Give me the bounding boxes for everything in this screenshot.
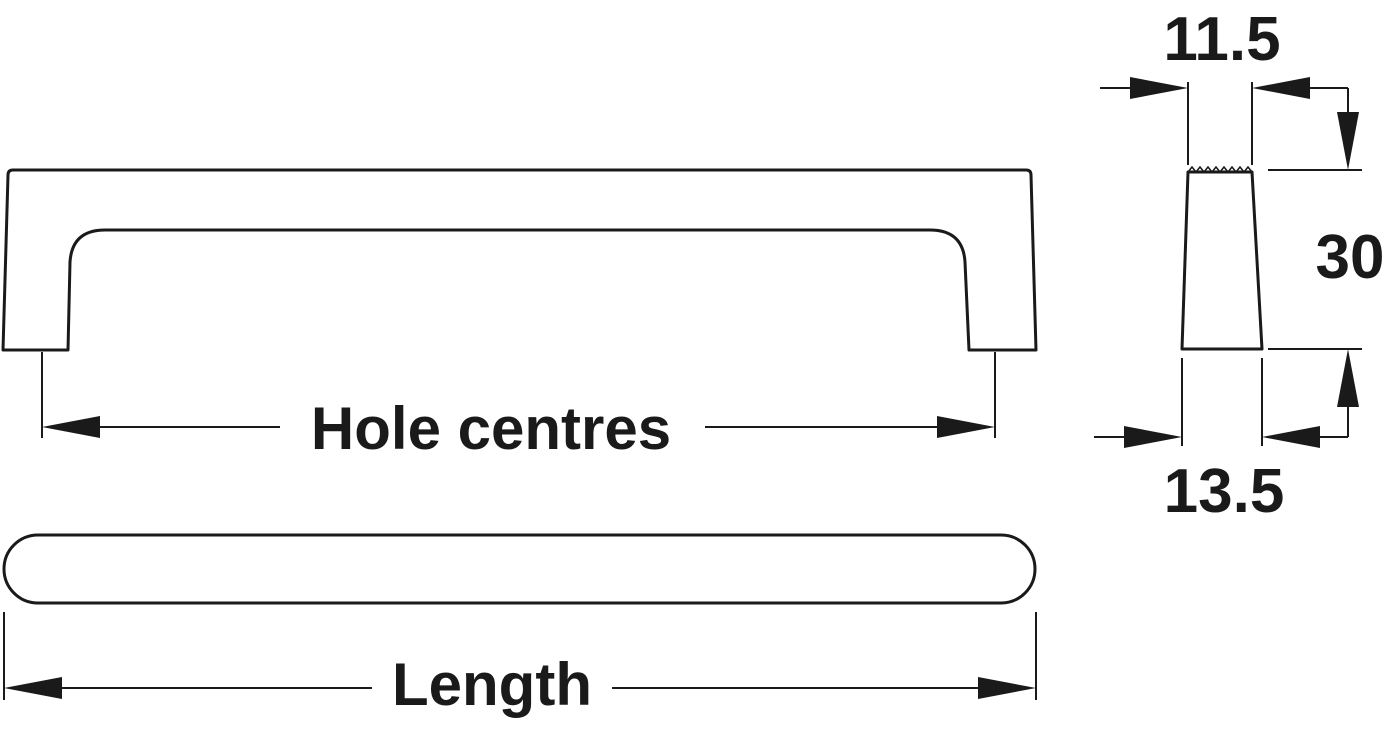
base-width-label: 13.5 bbox=[1164, 457, 1285, 526]
top-width-label: 11.5 bbox=[1163, 5, 1280, 74]
height-dimension: 30 bbox=[1268, 88, 1384, 437]
height-arrow-bottom bbox=[1337, 349, 1359, 407]
hole-centres-arrow-right bbox=[937, 416, 995, 438]
height-arrow-top bbox=[1337, 112, 1359, 170]
handle-front-outline bbox=[1, 168, 1038, 352]
top-view bbox=[2, 533, 1037, 605]
length-arrow-left bbox=[4, 677, 62, 699]
top-width-arrow-left bbox=[1130, 77, 1188, 99]
hole-centres-dimension: Hole centres bbox=[41, 352, 996, 462]
top-width-dimension: 11.5 bbox=[1100, 5, 1348, 165]
hole-centres-arrow-left bbox=[42, 416, 100, 438]
length-arrow-right bbox=[978, 677, 1036, 699]
handle-side-outline bbox=[1180, 170, 1264, 351]
length-dimension: Length bbox=[3, 612, 1037, 718]
top-width-arrow-right bbox=[1252, 77, 1310, 99]
knurled-top-edge bbox=[1187, 165, 1253, 174]
handle-top-outline bbox=[2, 533, 1037, 605]
hole-centres-label: Hole centres bbox=[311, 395, 671, 462]
base-width-arrow-right bbox=[1262, 426, 1320, 448]
side-view bbox=[1180, 165, 1264, 351]
height-label: 30 bbox=[1316, 223, 1385, 292]
base-width-dimension: 13.5 bbox=[1094, 358, 1348, 526]
base-width-arrow-left bbox=[1124, 426, 1182, 448]
length-label: Length bbox=[392, 651, 592, 718]
front-view bbox=[1, 168, 1038, 352]
